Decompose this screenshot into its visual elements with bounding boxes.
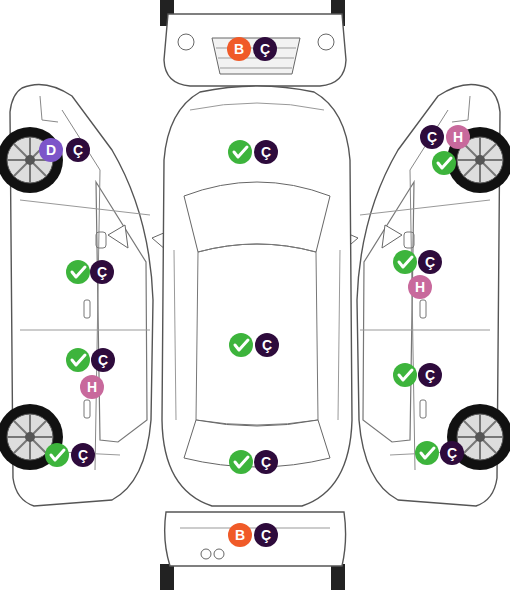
badge-letter: Ç (98, 353, 108, 367)
badge-letter: H (453, 130, 463, 144)
damage-badge: H (80, 375, 104, 399)
damage-badge: Ç (440, 441, 464, 465)
damage-badge: Ç (255, 333, 279, 357)
damage-badge: Ç (420, 125, 444, 149)
damage-badge: Ç (66, 138, 90, 162)
body-outline (162, 86, 352, 506)
badge-letter: Ç (447, 446, 457, 460)
grille (212, 38, 300, 74)
wheel-stub (160, 564, 174, 590)
damage-badge: Ç (253, 37, 277, 61)
check-mark (228, 140, 252, 164)
bumper-outline (165, 512, 346, 566)
damage-badge: D (39, 138, 63, 162)
side-lines (174, 250, 340, 420)
bumper-outline (164, 14, 346, 86)
check-mark (432, 151, 456, 175)
damage-badge: Ç (254, 523, 278, 547)
badge-letter: Ç (261, 455, 271, 469)
damage-badge: Ç (254, 450, 278, 474)
exhaust (201, 549, 211, 559)
check-mark (393, 363, 417, 387)
hood-line (190, 103, 324, 110)
damage-badge: Ç (91, 348, 115, 372)
badge-letter: B (235, 528, 245, 542)
rear-bumper (160, 512, 346, 590)
check-mark (45, 443, 69, 467)
left-side-view (0, 84, 153, 506)
damage-badge: Ç (418, 250, 442, 274)
badge-letter: Ç (261, 528, 271, 542)
right-side-view (357, 84, 510, 506)
badge-letter: H (87, 380, 97, 394)
check-mark (229, 450, 253, 474)
top-view (152, 86, 358, 506)
headlight (318, 34, 334, 50)
damage-badge: Ç (418, 363, 442, 387)
damage-badge: Ç (254, 140, 278, 164)
badge-letter: D (46, 143, 56, 157)
badge-letter: Ç (73, 143, 83, 157)
wheel-stub (331, 564, 345, 590)
roof (196, 244, 318, 425)
damage-badge: Ç (71, 443, 95, 467)
badge-letter: B (234, 42, 244, 56)
windshield (184, 182, 330, 252)
badge-letter: Ç (262, 338, 272, 352)
badge-letter: Ç (78, 448, 88, 462)
damage-badge: B (228, 523, 252, 547)
badge-letter: Ç (425, 255, 435, 269)
badge-letter: Ç (261, 145, 271, 159)
check-mark (229, 333, 253, 357)
headlight (178, 34, 194, 50)
damage-badge: Ç (90, 260, 114, 284)
check-mark (415, 441, 439, 465)
front-bumper (160, 0, 346, 86)
check-mark (393, 250, 417, 274)
check-mark (66, 260, 90, 284)
badge-letter: Ç (427, 130, 437, 144)
badge-letter: Ç (97, 265, 107, 279)
damage-badge: H (446, 125, 470, 149)
damage-badge: B (227, 37, 251, 61)
badge-letter: Ç (425, 368, 435, 382)
damage-badge: H (408, 275, 432, 299)
exhaust (214, 549, 224, 559)
badge-letter: H (415, 280, 425, 294)
badge-letter: Ç (260, 42, 270, 56)
check-mark (66, 348, 90, 372)
